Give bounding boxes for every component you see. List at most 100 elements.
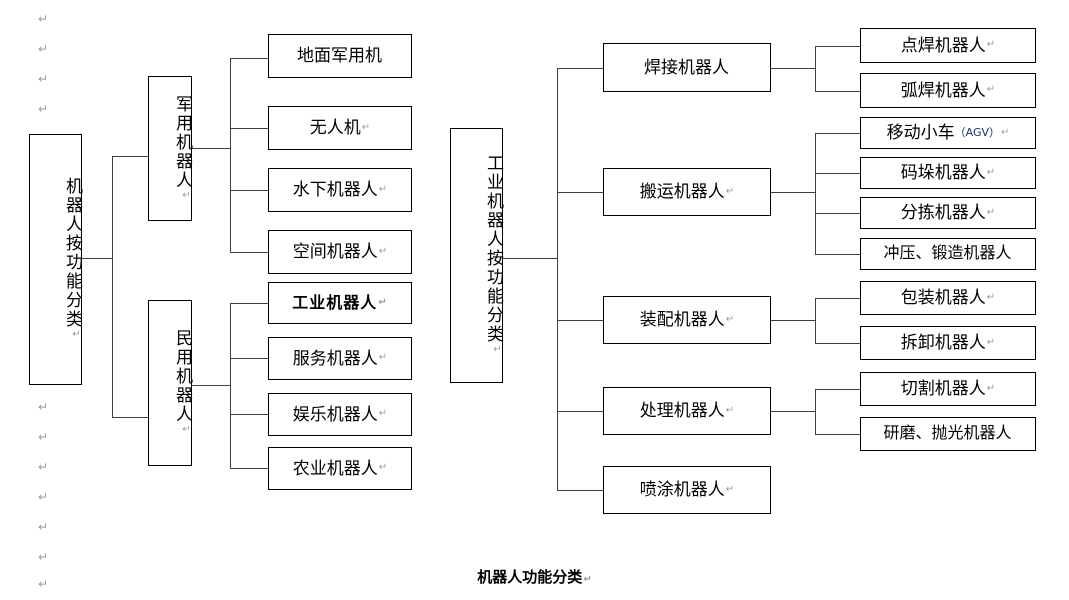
leaf-box-spot-welding[interactable]: 点焊机器人↵: [860, 28, 1036, 63]
connector-handling-child-4: [815, 254, 860, 255]
leaf-box-space[interactable]: 空间机器人↵: [268, 230, 412, 274]
connector-military-stem: [192, 148, 230, 149]
connector-to-handling: [557, 192, 603, 193]
box-pilcrow: ↵: [378, 296, 388, 308]
branch-box-label: 焊接机器人: [644, 57, 729, 77]
box-pilcrow: ↵: [986, 39, 996, 51]
leaf-box-label: 地面军用机: [297, 46, 382, 66]
connector-to-military: [112, 156, 148, 157]
leaf-box-cutting[interactable]: 切割机器人↵: [860, 372, 1036, 406]
connector-industrial-root-stem: [503, 258, 557, 259]
box-pilcrow: ↵: [378, 408, 388, 420]
connector-handling-child-2: [815, 173, 860, 174]
caption-pilcrow: ↵: [583, 574, 592, 585]
root-box-label: 机器人按功能分类: [63, 177, 82, 329]
box-pilcrow: ↵: [986, 206, 996, 218]
connector-to-processing: [557, 411, 603, 412]
connector-to-welding: [557, 68, 603, 69]
leaf-box-grinding-polishing[interactable]: 研磨、抛光机器人: [860, 417, 1036, 451]
margin-pilcrow: ↵: [38, 577, 49, 591]
box-pilcrow: ↵: [986, 336, 996, 348]
connector-to-painting: [557, 490, 603, 491]
connector-handling-child-1: [815, 133, 860, 134]
connector-handling-spine: [815, 133, 816, 254]
leaf-box-disassembly[interactable]: 拆卸机器人↵: [860, 326, 1036, 360]
leaf-box-arc-welding[interactable]: 弧焊机器人↵: [860, 73, 1036, 108]
connector-handling-child-3: [815, 213, 860, 214]
leaf-box-agv[interactable]: 移动小车（AGV）↵: [860, 117, 1036, 149]
box-pilcrow: ↵: [492, 344, 503, 357]
margin-pilcrow: ↵: [38, 42, 49, 56]
connector-welding-child-2: [815, 91, 860, 92]
box-pilcrow: ↵: [725, 313, 735, 325]
branch-box-handling[interactable]: 搬运机器人↵: [603, 168, 771, 216]
leaf-box-label: 点焊机器人: [900, 35, 986, 55]
connector-processing-child-1: [815, 389, 860, 390]
connector-civilian-stem: [192, 385, 230, 386]
leaf-box-entertainment[interactable]: 娱乐机器人↵: [268, 393, 412, 436]
branch-box-label: 喷涂机器人: [639, 480, 725, 500]
margin-pilcrow: ↵: [38, 12, 49, 26]
leaf-box-label: 分拣机器人: [900, 203, 986, 223]
box-pilcrow: ↵: [986, 291, 996, 303]
root-box-robot-classification[interactable]: 机器人按功能分类↵: [29, 134, 82, 385]
leaf-box-sorting[interactable]: 分拣机器人↵: [860, 197, 1036, 229]
connector-root-stem: [82, 258, 113, 259]
margin-pilcrow: ↵: [38, 490, 49, 504]
leaf-box-uav[interactable]: 无人机↵: [268, 106, 412, 150]
connector-processing-spine: [815, 389, 816, 434]
margin-pilcrow: ↵: [38, 430, 49, 444]
leaf-box-packaging[interactable]: 包装机器人↵: [860, 281, 1036, 315]
branch-box-welding[interactable]: 焊接机器人: [603, 43, 771, 92]
root-box-industrial-classification[interactable]: 工业机器人按功能分类↵: [450, 128, 503, 383]
margin-pilcrow: ↵: [38, 72, 49, 86]
box-pilcrow: ↵: [361, 121, 371, 133]
connector-handling-stem: [771, 192, 815, 193]
connector-welding-child-1: [815, 46, 860, 47]
branch-box-military-robot[interactable]: 军用机器人↵: [148, 76, 192, 221]
box-pilcrow: ↵: [71, 329, 82, 342]
leaf-box-label: 移动小车: [886, 123, 955, 143]
leaf-box-ground-military[interactable]: 地面军用机: [268, 34, 412, 78]
box-pilcrow: ↵: [181, 424, 192, 437]
leaf-box-underwater[interactable]: 水下机器人↵: [268, 168, 412, 212]
leaf-box-industrial[interactable]: 工业机器人↵: [268, 282, 412, 324]
connector-assembly-stem: [771, 320, 815, 321]
leaf-box-label: 切割机器人: [900, 379, 986, 399]
branch-box-civilian-robot[interactable]: 民用机器人↵: [148, 300, 192, 466]
margin-pilcrow: ↵: [38, 460, 49, 474]
branch-box-label: 民用机器人: [173, 329, 192, 424]
connector-civilian-spine: [230, 303, 231, 468]
margin-pilcrow: ↵: [38, 520, 49, 534]
root-box-label: 工业机器人按功能分类: [484, 154, 503, 344]
connector-processing-child-2: [815, 434, 860, 435]
connector-processing-stem: [771, 411, 815, 412]
branch-box-processing[interactable]: 处理机器人↵: [603, 387, 771, 435]
box-pilcrow: ↵: [986, 382, 996, 394]
leaf-box-palletizing[interactable]: 码垛机器人↵: [860, 157, 1036, 189]
branch-box-label: 处理机器人: [639, 401, 725, 421]
box-pilcrow: ↵: [1001, 126, 1010, 138]
connector-assembly-spine: [815, 298, 816, 343]
leaf-box-label: 码垛机器人: [900, 163, 986, 183]
connector-assembly-child-1: [815, 298, 860, 299]
leaf-box-label: 包装机器人: [900, 288, 986, 308]
leaf-box-agriculture[interactable]: 农业机器人↵: [268, 447, 412, 490]
box-pilcrow: ↵: [378, 462, 388, 474]
leaf-box-stamping-forging[interactable]: 冲压、锻造机器人: [860, 238, 1036, 270]
branch-box-label: 装配机器人: [639, 310, 725, 330]
box-pilcrow: ↵: [725, 483, 735, 495]
box-pilcrow: ↵: [378, 183, 388, 195]
connector-welding-spine: [815, 46, 816, 91]
connector-military-child-2: [230, 128, 268, 129]
box-pilcrow: ↵: [378, 245, 388, 257]
connector-civilian-child-1: [230, 303, 268, 304]
connector-military-child-1: [230, 58, 268, 59]
branch-box-painting[interactable]: 喷涂机器人↵: [603, 466, 771, 514]
branch-box-assembly[interactable]: 装配机器人↵: [603, 296, 771, 344]
box-pilcrow: ↵: [181, 189, 192, 203]
leaf-box-label: 空间机器人: [292, 242, 378, 262]
leaf-box-service[interactable]: 服务机器人↵: [268, 337, 412, 380]
box-pilcrow: ↵: [725, 185, 735, 197]
